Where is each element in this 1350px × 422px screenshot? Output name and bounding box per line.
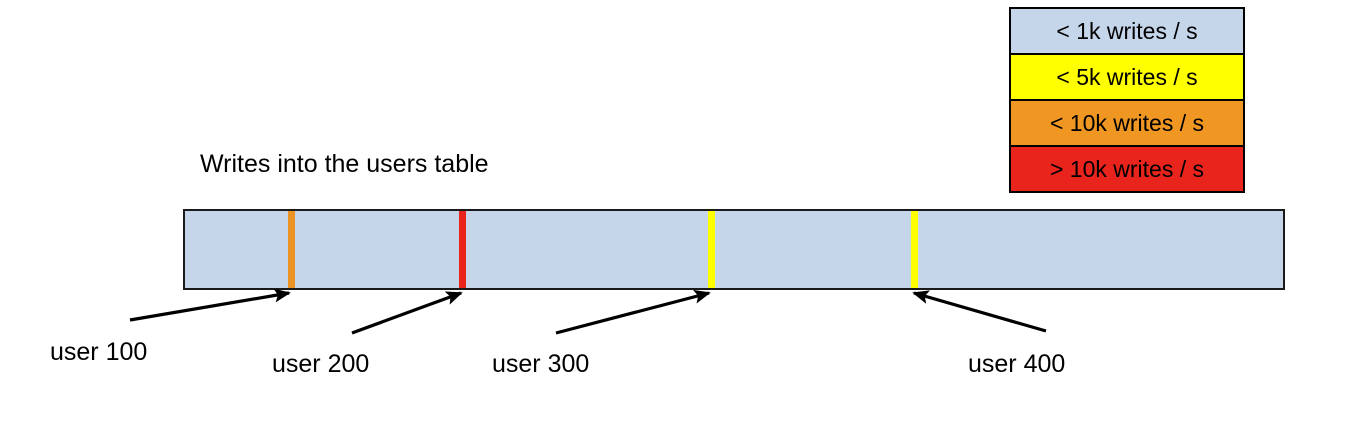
legend-item-under-5k: < 5k writes / s [1011, 55, 1243, 101]
stripe-user-100 [288, 211, 295, 288]
label-user-200: user 200 [272, 350, 370, 378]
write-rate-legend: < 1k writes / s < 5k writes / s < 10k wr… [1009, 7, 1245, 193]
label-user-400: user 400 [968, 350, 1066, 378]
legend-item-over-10k: > 10k writes / s [1011, 147, 1243, 191]
legend-item-label: < 10k writes / s [1049, 109, 1205, 136]
legend-item-under-1k: < 1k writes / s [1011, 9, 1243, 55]
stripe-user-400 [911, 211, 918, 288]
diagram-caption: Writes into the users table [200, 150, 489, 178]
arrow-user-400 [912, 290, 1047, 333]
stripe-user-300 [708, 211, 715, 288]
legend-item-label: < 5k writes / s [1056, 63, 1198, 90]
legend-item-label: < 1k writes / s [1056, 17, 1198, 44]
label-user-300: user 300 [492, 350, 590, 378]
arrow-user-300 [555, 289, 711, 335]
arrow-user-100 [129, 288, 291, 322]
label-user-100: user 100 [50, 338, 148, 366]
legend-item-under-10k: < 10k writes / s [1011, 101, 1243, 147]
stripe-user-200 [459, 211, 466, 288]
arrow-user-200 [351, 291, 463, 335]
users-table-bar [183, 209, 1285, 290]
legend-item-label: > 10k writes / s [1049, 155, 1205, 182]
